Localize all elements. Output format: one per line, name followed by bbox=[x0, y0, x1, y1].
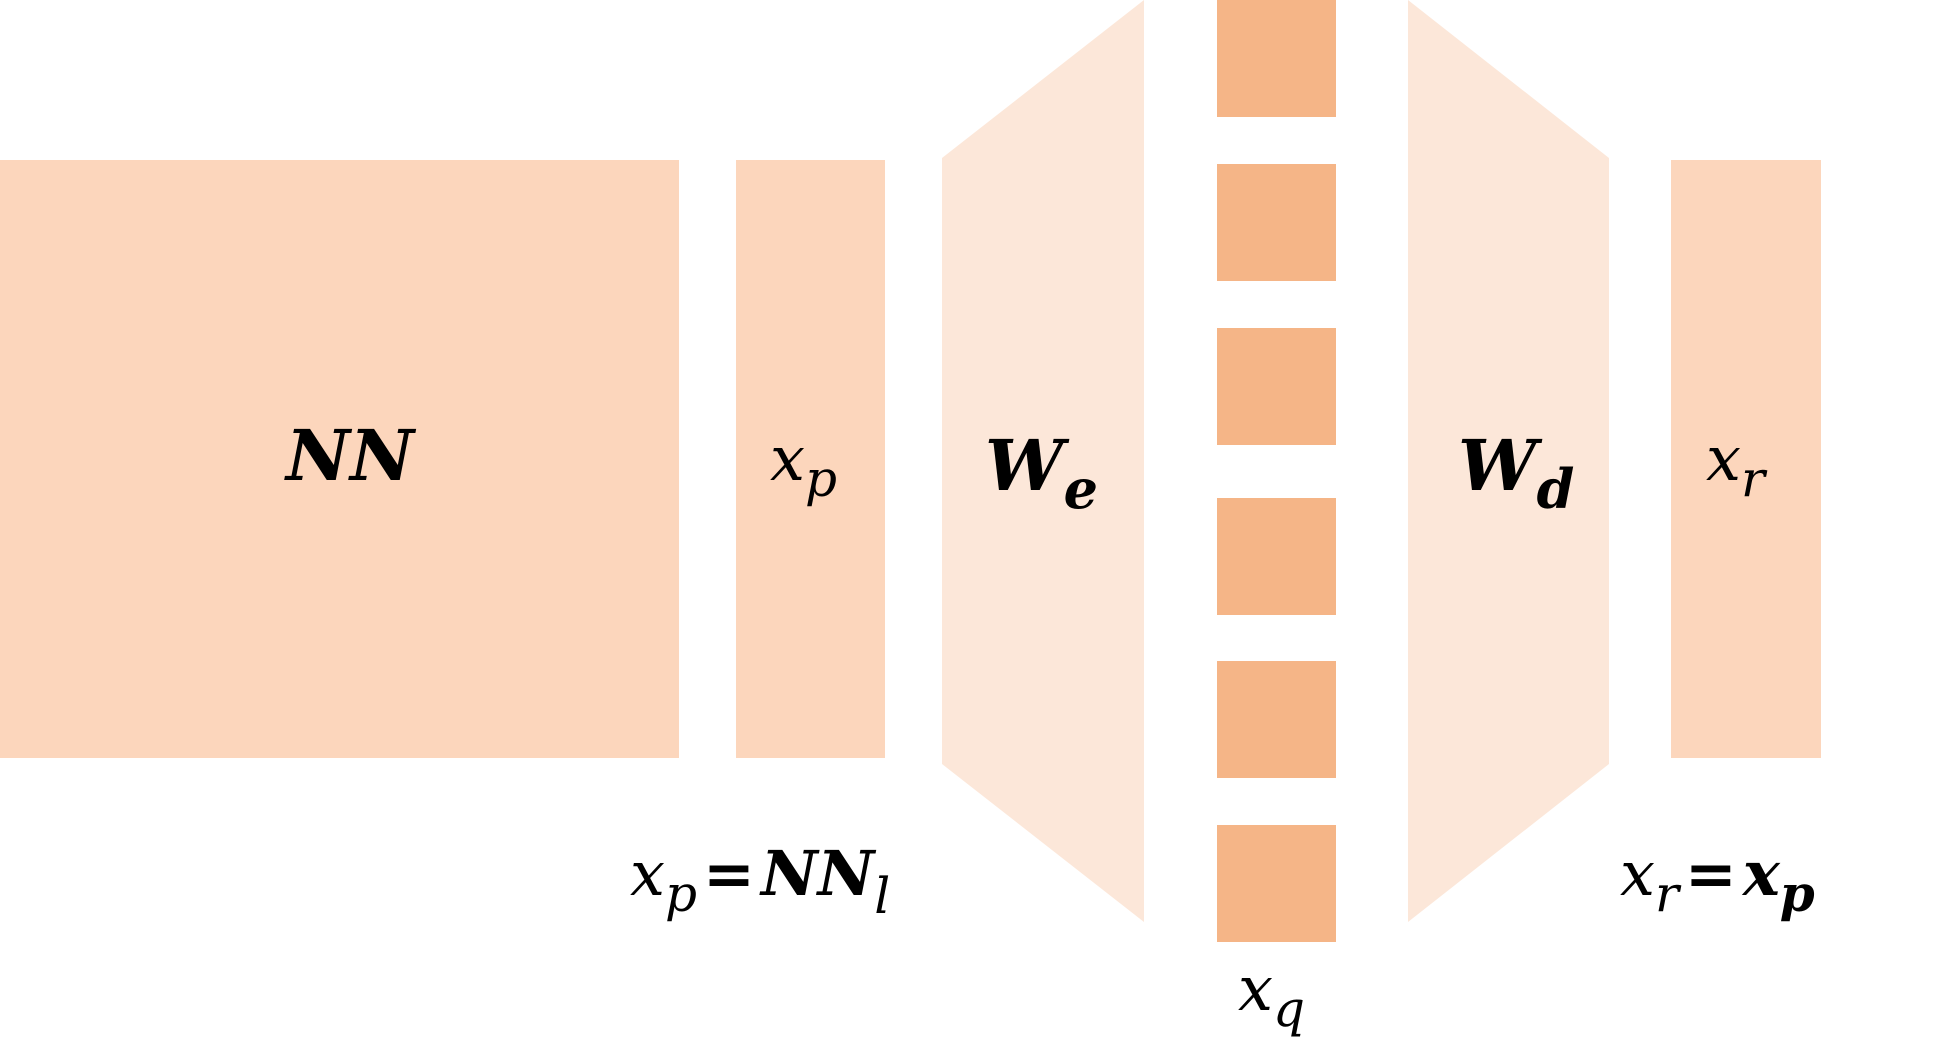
eq-right-rhs-base: x bbox=[1741, 837, 1781, 910]
equation-xp-nn: xp=NNl bbox=[630, 837, 890, 925]
xr-label-sub: r bbox=[1741, 450, 1768, 508]
encoder-label: We bbox=[985, 424, 1098, 521]
xr-label: xr bbox=[1706, 422, 1768, 508]
xp-label: xp bbox=[770, 422, 837, 508]
nn-label: NN bbox=[284, 414, 417, 497]
eq-left-rhs-base: NN bbox=[759, 837, 877, 910]
code-block bbox=[1217, 164, 1336, 281]
eq-left-equals: = bbox=[703, 837, 755, 910]
decoder-label-sub: d bbox=[1537, 457, 1575, 521]
eq-right-lhs-sub: r bbox=[1655, 865, 1682, 923]
code-block bbox=[1217, 0, 1336, 117]
xq-label-sub: q bbox=[1273, 980, 1305, 1038]
code-block bbox=[1217, 661, 1336, 778]
encoder-label-base: W bbox=[985, 424, 1070, 507]
eq-right-rhs-sub: p bbox=[1780, 864, 1815, 923]
decoder-trapezoid bbox=[1408, 0, 1609, 922]
xr-label-base: x bbox=[1706, 422, 1741, 495]
nn-block bbox=[0, 160, 679, 758]
xq-label-base: x bbox=[1238, 952, 1273, 1025]
xq-label: xq bbox=[1238, 952, 1305, 1038]
encoder-label-sub: e bbox=[1064, 457, 1098, 521]
xp-label-sub: p bbox=[805, 450, 837, 508]
code-block bbox=[1217, 328, 1336, 445]
xr-block bbox=[1671, 160, 1821, 758]
equation-xr-xp: xr=xp bbox=[1620, 837, 1815, 923]
code-block bbox=[1217, 498, 1336, 615]
xp-block bbox=[736, 160, 885, 758]
code-block bbox=[1217, 825, 1336, 942]
decoder-label-base: W bbox=[1458, 424, 1543, 507]
decoder-label: Wd bbox=[1458, 424, 1574, 521]
eq-right-lhs-base: x bbox=[1620, 837, 1655, 910]
eq-left-rhs-sub: l bbox=[874, 867, 890, 925]
xp-label-base: x bbox=[770, 422, 805, 495]
eq-right-equals: = bbox=[1685, 837, 1737, 910]
encoder-trapezoid bbox=[942, 0, 1144, 922]
eq-left-lhs-sub: p bbox=[665, 865, 697, 923]
eq-left-lhs-base: x bbox=[630, 837, 665, 910]
